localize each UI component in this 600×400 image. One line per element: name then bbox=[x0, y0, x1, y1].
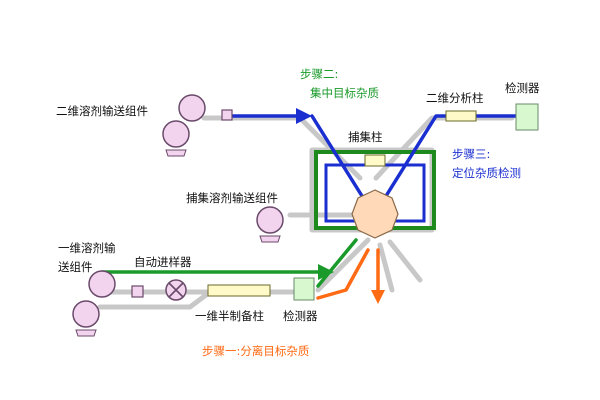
label-step2-line1: 步骤二: bbox=[300, 67, 338, 81]
label-step3-line2: 定位杂质检测 bbox=[452, 166, 521, 180]
autosampler-cross-icon bbox=[168, 282, 184, 298]
gray-tube-waste bbox=[377, 242, 395, 293]
gray-tube-det-to-valve bbox=[315, 237, 371, 293]
blue-arrowhead-step2 bbox=[296, 108, 312, 124]
switching-valve bbox=[351, 189, 399, 239]
pump-2d-base-icon bbox=[165, 149, 187, 157]
pump-2d-bottom-icon bbox=[162, 120, 190, 148]
green-line-up-to-valve bbox=[316, 238, 358, 288]
prep-column-icon bbox=[207, 284, 271, 297]
mixer-1d-icon bbox=[131, 285, 144, 298]
orange-line-detector bbox=[316, 248, 370, 300]
label-step3-line1: 步骤三: bbox=[452, 147, 490, 161]
green-flow bbox=[100, 238, 358, 288]
gray-tube-1d-lower bbox=[97, 289, 213, 310]
orange-flow bbox=[316, 248, 380, 300]
detector-2d-icon bbox=[515, 103, 539, 131]
gray-tube-waste-2 bbox=[387, 239, 423, 283]
blue-line-into-valve bbox=[310, 114, 364, 198]
pump-1d-bottom-icon bbox=[72, 300, 100, 328]
blue-line-out-of-valve bbox=[384, 114, 448, 198]
detector-1d-icon bbox=[293, 277, 315, 301]
analysis-column-icon bbox=[445, 110, 477, 122]
green-arrowhead bbox=[318, 264, 334, 280]
pump-2d-group bbox=[162, 94, 233, 157]
gray-tube-to-analysis-column bbox=[373, 115, 449, 181]
pump-1d-top-icon bbox=[88, 270, 116, 298]
pump-1d-group bbox=[72, 270, 144, 337]
pump-trap-base-icon bbox=[259, 235, 281, 243]
label-step1: 步骤一:分离目标杂质 bbox=[202, 344, 309, 358]
label-pump-1d-line1: 一维溶剂输 bbox=[58, 241, 116, 255]
pump-trap-icon bbox=[256, 206, 284, 234]
label-autosampler: 自动进样器 bbox=[134, 255, 192, 269]
pump-trap-group bbox=[256, 206, 284, 243]
label-pump-1d-line2: 送组件 bbox=[58, 260, 93, 274]
label-analysis-column: 二维分析柱 bbox=[426, 91, 484, 105]
autosampler-group bbox=[165, 279, 187, 301]
label-detector-1d: 检测器 bbox=[283, 309, 318, 323]
label-prep-column: 一维半制备柱 bbox=[195, 309, 264, 323]
label-pump-2d: 二维溶剂输送组件 bbox=[56, 104, 148, 118]
label-trap-column: 捕集柱 bbox=[348, 130, 383, 144]
pump-2d-top-icon bbox=[178, 94, 206, 122]
blue-flow bbox=[231, 114, 525, 198]
trap-column-icon bbox=[364, 154, 386, 167]
label-step2-line2: 集中目标杂质 bbox=[310, 86, 379, 100]
label-trap-pump: 捕集溶剂输送组件 bbox=[186, 191, 278, 205]
mixer-2d-icon bbox=[221, 109, 233, 121]
switching-valve-icon bbox=[351, 189, 399, 239]
pump-1d-base-icon bbox=[75, 329, 97, 337]
label-detector-2d: 检测器 bbox=[505, 81, 540, 95]
orange-arrowhead-waste bbox=[371, 290, 385, 304]
